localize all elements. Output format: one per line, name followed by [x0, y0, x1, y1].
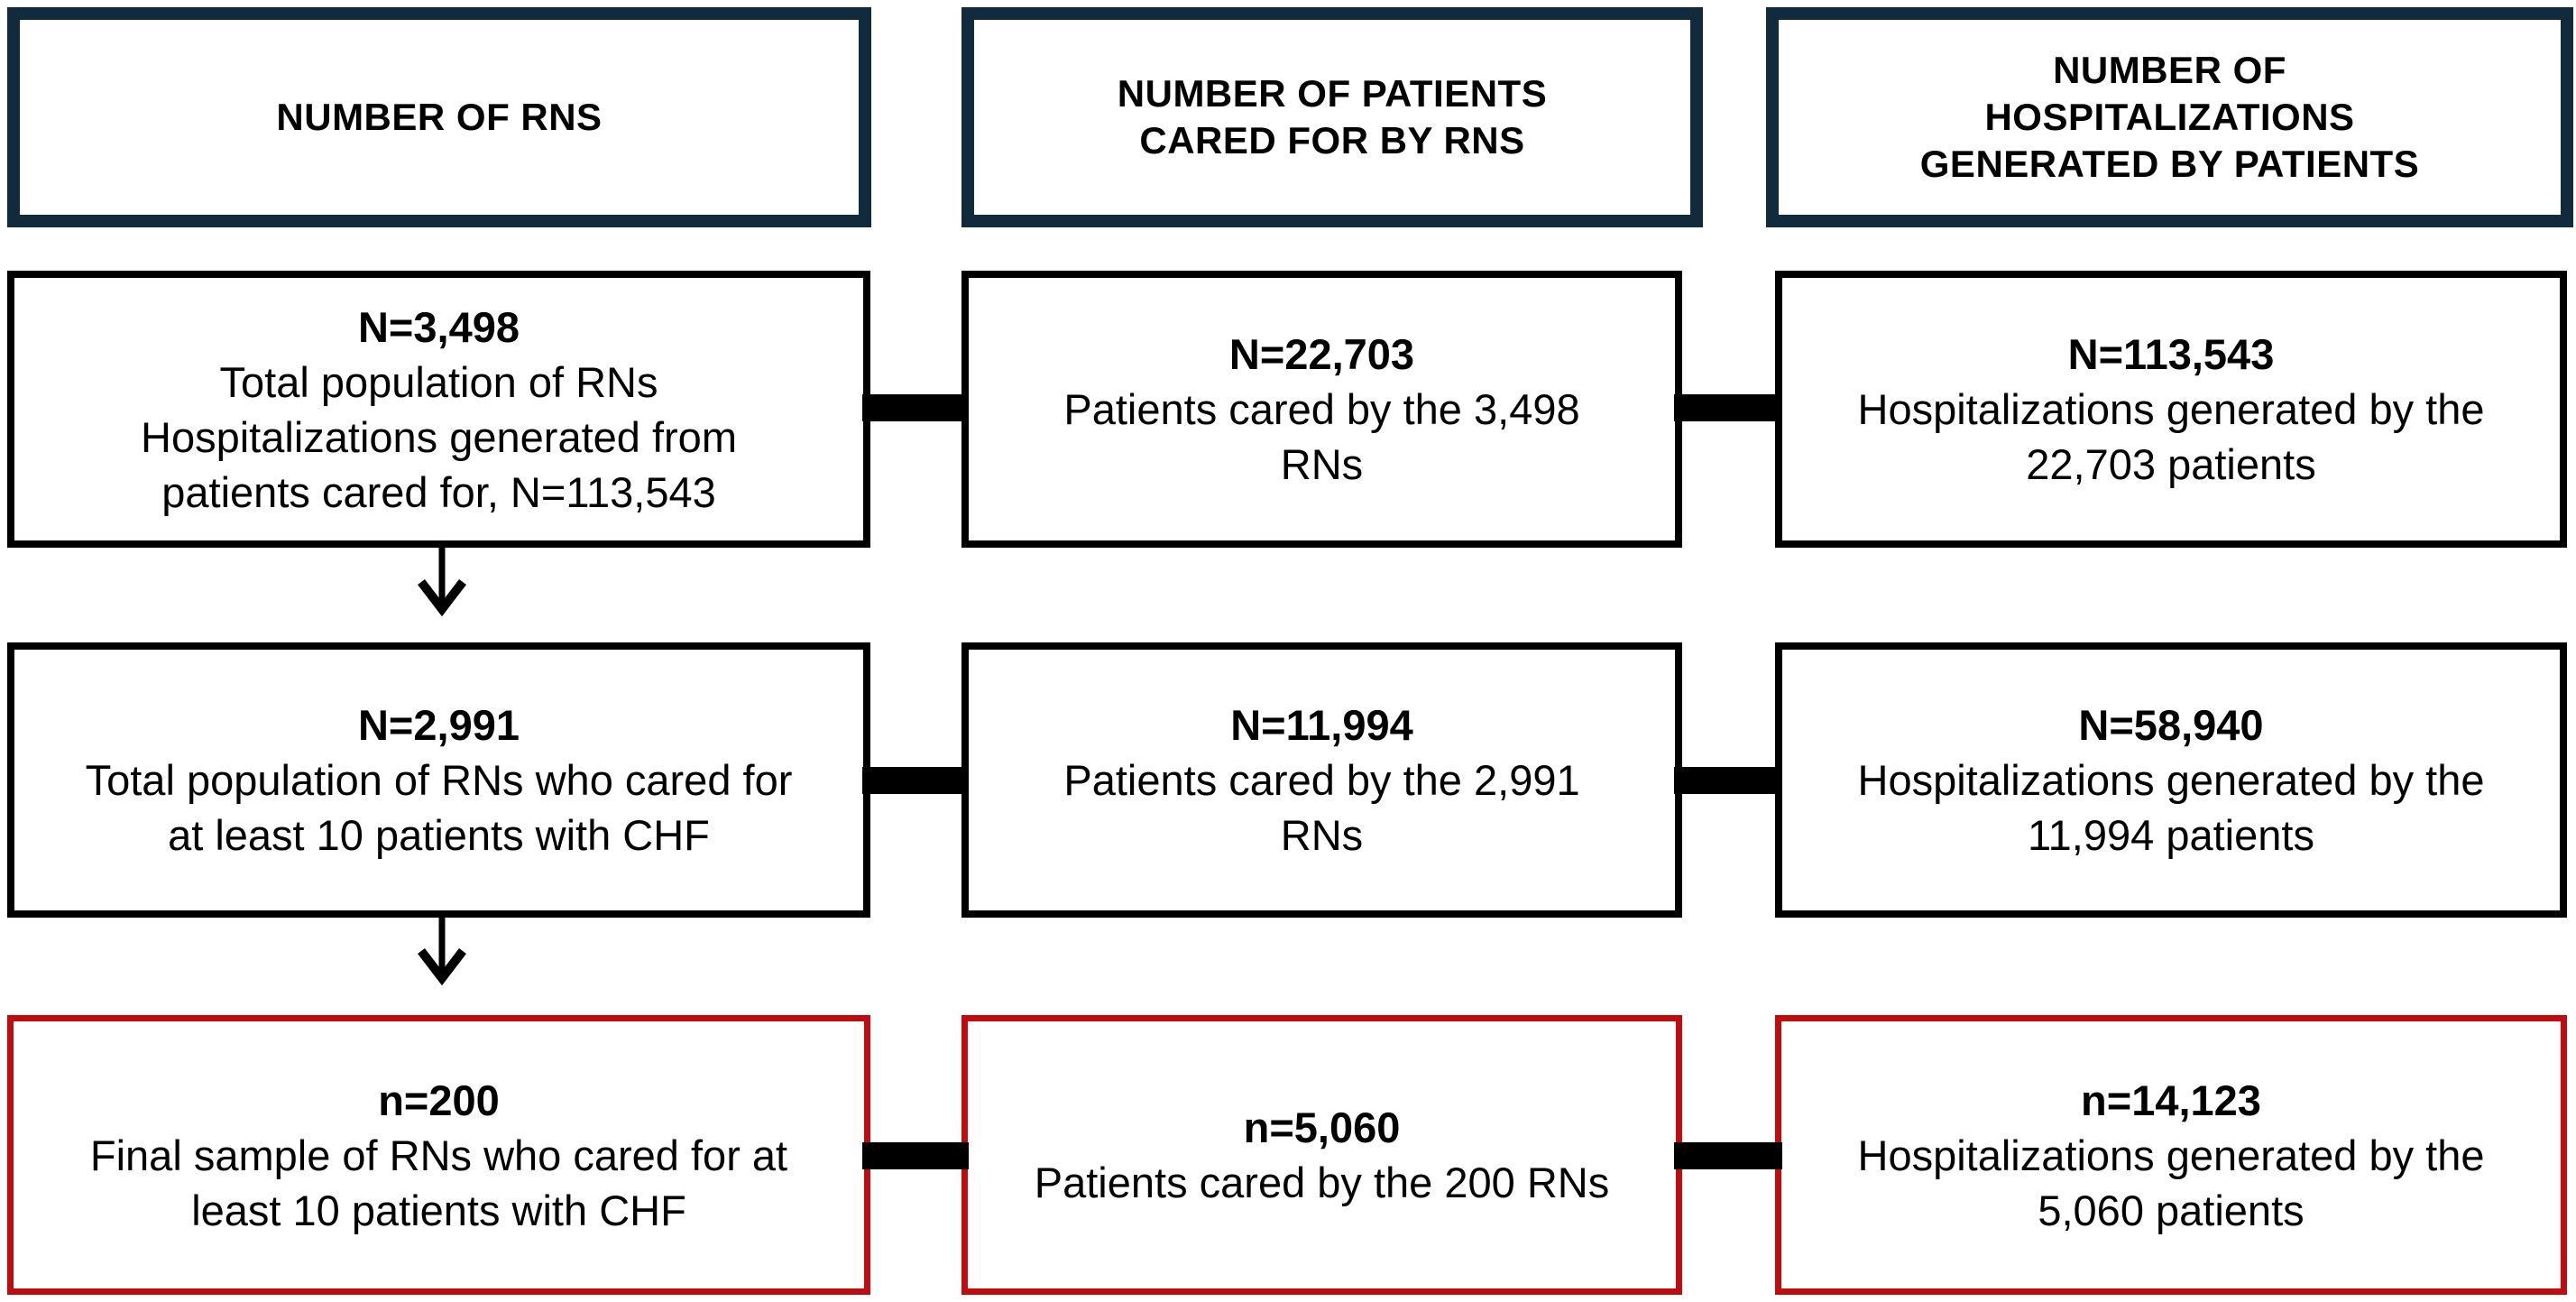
box-description: Total population of RNs who cared for at…	[85, 756, 793, 859]
box-value: n=5,060	[1243, 1103, 1401, 1151]
box-description: Patients cared by the 200 RNs	[1034, 1159, 1610, 1206]
connector-bar	[862, 767, 969, 794]
box-patients-of-2991-rns: N=11,994 Patients cared by the 2,991 RNs	[961, 642, 1682, 918]
connector-bar	[1674, 1142, 1782, 1169]
box-description: Hospitalizations generated by the 22,703…	[1857, 385, 2485, 488]
column-header-number-of-rns: NUMBER OF RNS	[7, 7, 871, 227]
box-value: N=11,994	[1230, 701, 1413, 749]
connector-bar	[862, 1142, 969, 1169]
box-value: N=3,498	[357, 302, 520, 351]
box-description: Total population of RNs Hospitalizations…	[141, 357, 737, 516]
connector-bar	[1674, 394, 1782, 421]
box-value: n=14,123	[2081, 1076, 2261, 1124]
column-header-number-of-hospitalizations: NUMBER OF HOSPITALIZATIONS GENERATED BY …	[1766, 7, 2573, 227]
down-arrow-icon	[413, 914, 471, 1011]
box-final-rn-sample: n=200 Final sample of RNs who cared for …	[7, 1015, 870, 1295]
connector-bar	[1674, 767, 1782, 794]
down-arrow-icon	[413, 545, 471, 639]
box-rns-min-10-chf-patients: N=2,991 Total population of RNs who care…	[7, 642, 870, 918]
box-value: N=58,940	[2078, 701, 2264, 749]
box-hospitalizations-of-5060-patients: n=14,123 Hospitalizations generated by t…	[1775, 1015, 2567, 1295]
box-total-rn-population: N=3,498 Total population of RNs Hospital…	[7, 271, 870, 548]
box-description: Final sample of RNs who cared for at lea…	[89, 1131, 788, 1234]
box-description: Hospitalizations generated by the 11,994…	[1857, 756, 2485, 859]
connector-bar	[862, 394, 969, 421]
box-description: Patients cared by the 2,991 RNs	[1063, 756, 1580, 859]
box-hospitalizations-of-total-patients: N=113,543 Hospitalizations generated by …	[1775, 271, 2567, 548]
box-hospitalizations-of-11994-patients: N=58,940 Hospitalizations generated by t…	[1775, 642, 2567, 918]
box-description: Hospitalizations generated by the 5,060 …	[1857, 1131, 2485, 1234]
box-patients-of-total-rns: N=22,703 Patients cared by the 3,498 RNs	[961, 271, 1682, 548]
box-description: Patients cared by the 3,498 RNs	[1063, 385, 1580, 488]
box-patients-of-200-rns: n=5,060 Patients cared by the 200 RNs	[961, 1015, 1682, 1295]
box-value: N=2,991	[357, 701, 520, 749]
box-value: N=22,703	[1228, 330, 1415, 378]
column-header-number-of-patients: NUMBER OF PATIENTS CARED FOR BY RNS	[961, 7, 1703, 227]
box-value: n=200	[378, 1076, 500, 1124]
box-value: N=113,543	[2067, 330, 2275, 378]
